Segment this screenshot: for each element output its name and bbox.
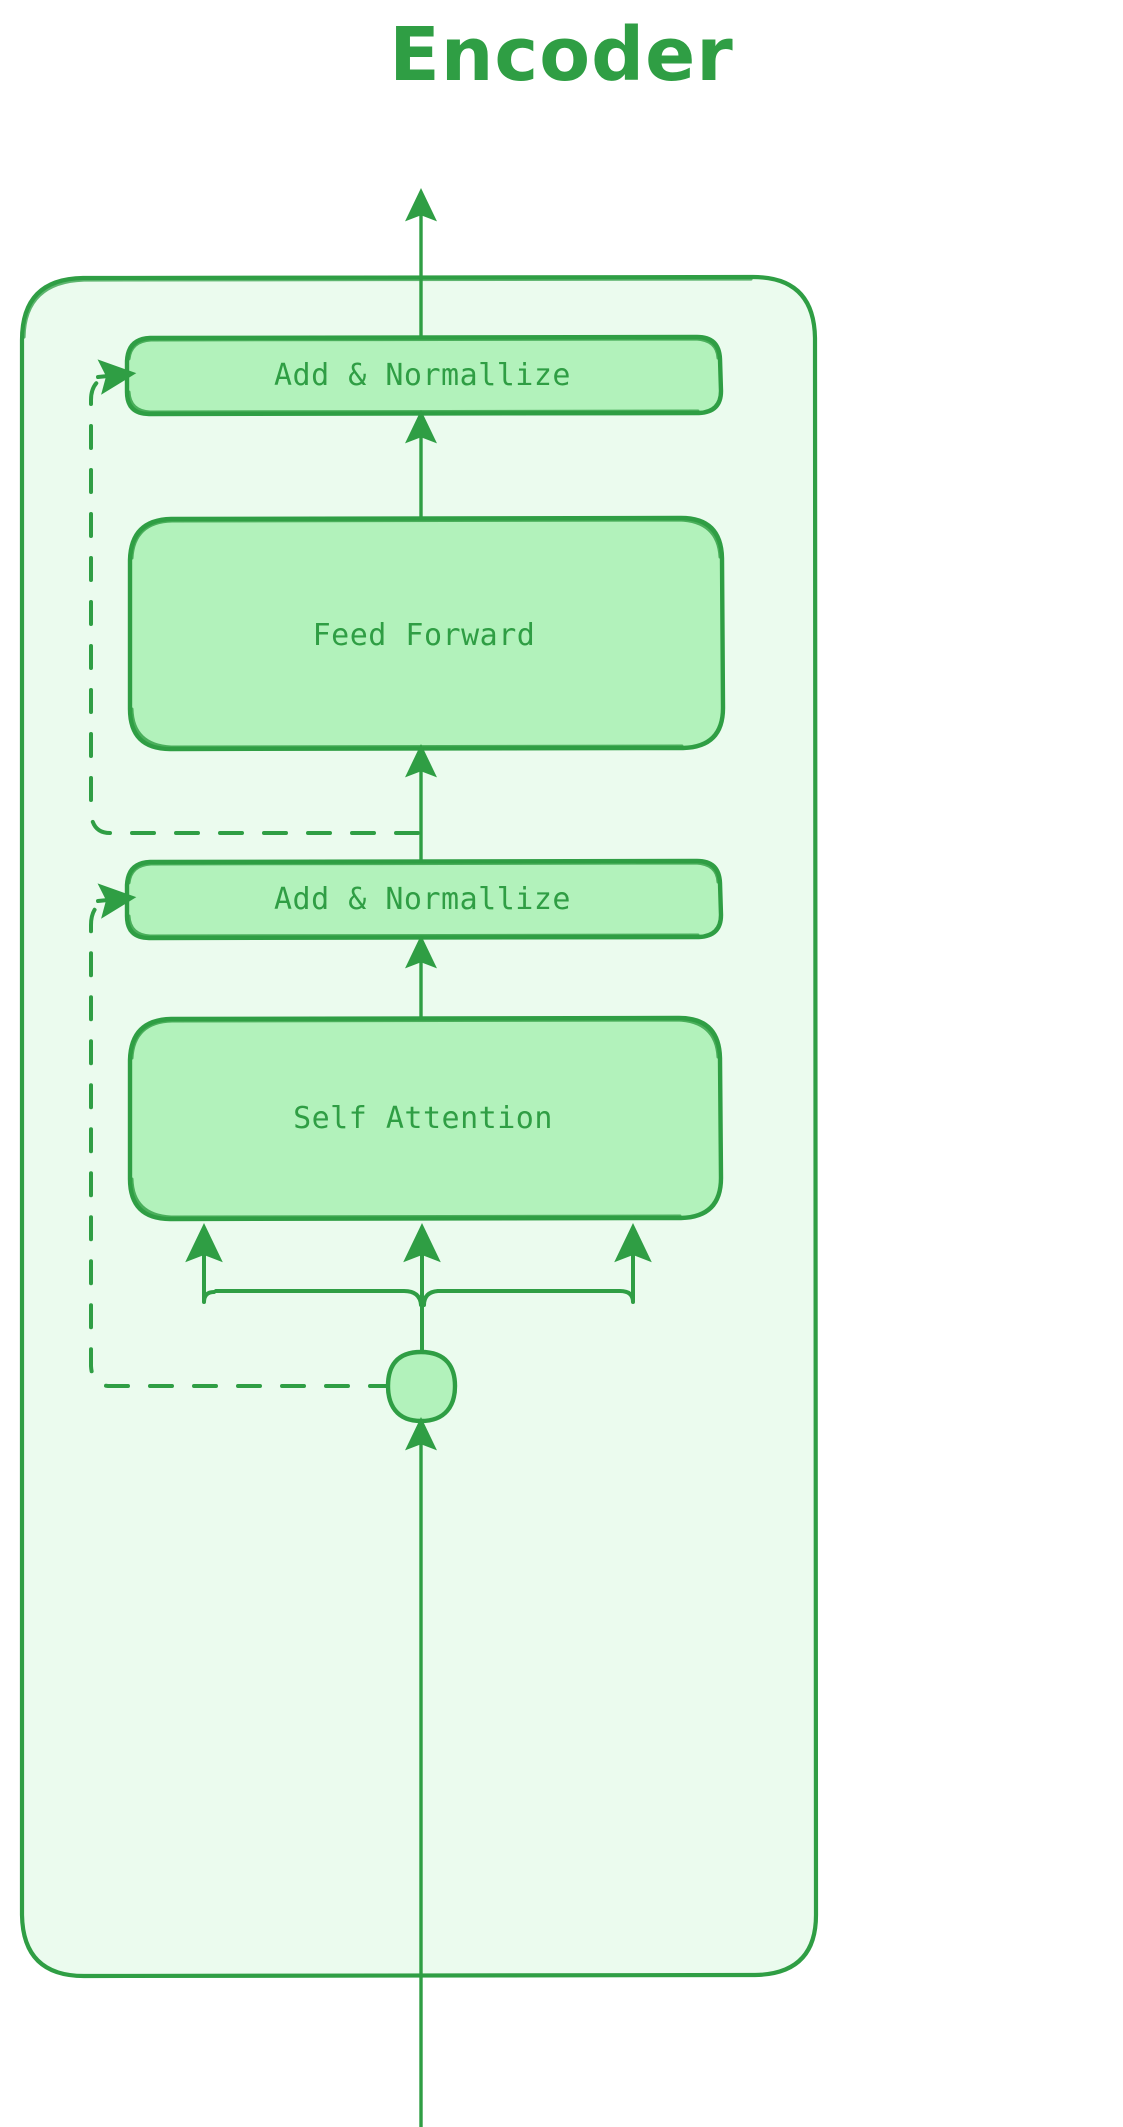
node-label-self-attention: Self Attention: [293, 1101, 553, 1136]
node-label-add-normalize-top: Add & Normallize: [274, 358, 571, 393]
node-feed-forward[interactable]: [127, 515, 726, 752]
node-add-normalize-bottom[interactable]: [124, 858, 724, 941]
node-self-attention[interactable]: [127, 1015, 724, 1222]
node-label-add-normalize-bottom: Add & Normallize: [274, 882, 571, 917]
edge-residual-upper-dashed: [89, 359, 420, 835]
node-input-junction[interactable]: [385, 1349, 458, 1424]
edge-junction-fanout-to-selfattn: [185, 1223, 652, 1363]
edge-residual-lower-dashed: [89, 883, 394, 1388]
node-label-feed-forward: Feed Forward: [312, 618, 536, 653]
node-add-normalize-top[interactable]: [124, 334, 724, 417]
page-title: Encoder: [389, 12, 734, 98]
